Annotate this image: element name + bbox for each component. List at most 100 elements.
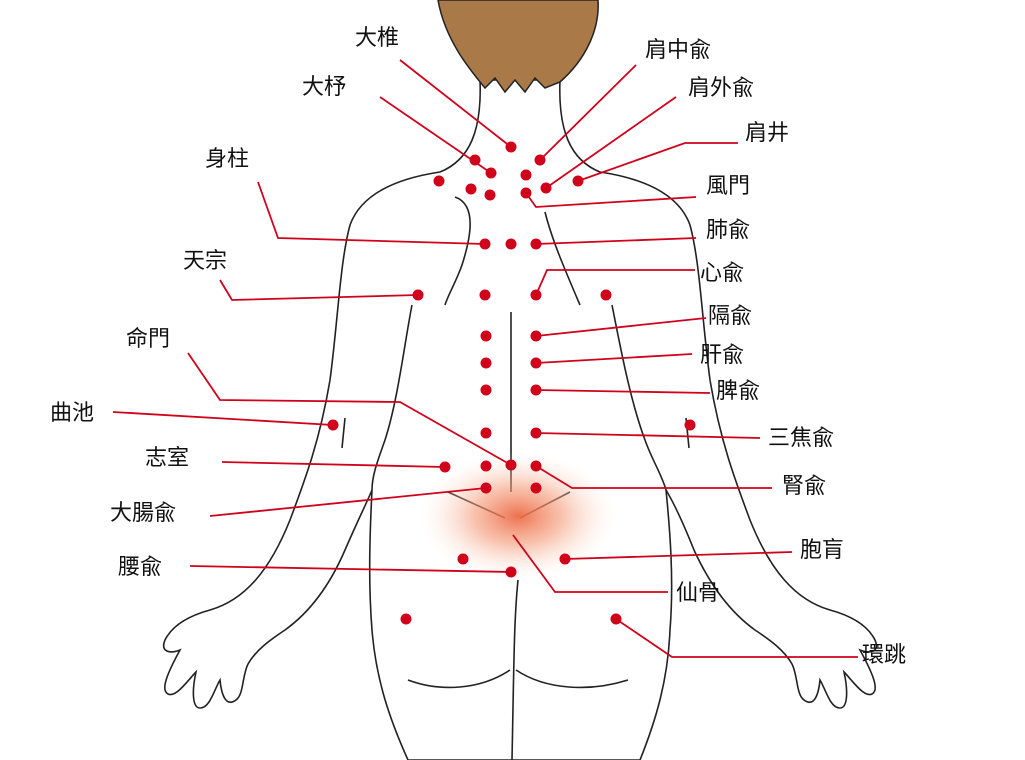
leader-line-13 [535, 237, 697, 245]
acupoint-label-19: 腎兪 [782, 474, 826, 499]
acupoint-dot-3-0 [412, 289, 424, 301]
acupoint-dot-6-0 [439, 461, 451, 473]
leader-line-5 [112, 411, 334, 426]
left-shoulder-blade-line [444, 196, 471, 306]
acupoint-dot-extra-4 [505, 238, 517, 250]
acupoint-label-1: 大杼 [302, 75, 346, 100]
acupoint-dot-extra-12 [530, 482, 542, 494]
leader-line-8 [189, 565, 512, 573]
gluteal-cleft [511, 579, 519, 760]
acupoint-label-0: 大椎 [355, 26, 399, 51]
sacral-warm-area [420, 452, 616, 580]
acupoint-dot-extra-2 [484, 189, 496, 201]
acupoint-dot-20-0 [559, 553, 571, 565]
leader-line-16 [535, 353, 693, 364]
leader-line-18 [535, 432, 761, 439]
left-elbow-crease [341, 417, 346, 449]
leader-line-7 [209, 487, 487, 517]
acupoint-label-9: 肩中兪 [645, 38, 711, 63]
left-gluteal-fold [407, 669, 511, 689]
leader-line-10 [545, 96, 677, 189]
body-figure [162, 0, 878, 760]
leader-lines [112, 59, 858, 658]
acupoint-dot-17-0 [530, 384, 542, 396]
acupoint-dot-extra-9 [480, 384, 492, 396]
acupoint-dot-extra-3 [520, 169, 532, 181]
acupoint-label-8: 腰兪 [118, 555, 162, 580]
acupoint-label-11: 肩井 [745, 121, 789, 146]
acupoint-label-10: 肩外兪 [688, 76, 754, 101]
acupoint-dot-10-0 [540, 182, 552, 194]
acupoint-dot-5-0 [327, 419, 339, 431]
left-arm-inner-line [371, 304, 413, 491]
acupoint-label-20: 胞肓 [800, 538, 844, 563]
hair [437, 0, 599, 94]
acupoint-label-13: 肺兪 [706, 218, 750, 243]
leader-line-4 [187, 352, 512, 466]
acupoint-dot-extra-7 [480, 330, 492, 342]
acupoint-label-12: 風門 [706, 174, 750, 199]
acupoint-dot-14-0 [530, 289, 542, 301]
leader-line-0 [399, 59, 512, 148]
acupoint-dot-0-0 [505, 141, 517, 153]
leader-line-20 [564, 551, 793, 560]
leader-line-21 [512, 534, 668, 593]
leader-line-15 [535, 317, 707, 337]
acupoint-dot-extra-13 [457, 553, 469, 565]
acupoint-label-3: 天宗 [183, 249, 227, 274]
acupoint-dot-extra-14 [400, 613, 412, 625]
acupoint-dot-8-0 [505, 566, 517, 578]
leader-line-22 [615, 618, 858, 658]
acupoint-dot-11-0 [572, 175, 584, 187]
acupoint-label-14: 心兪 [700, 261, 744, 286]
acupoint-label-18: 三焦兪 [768, 426, 834, 451]
leader-line-11 [577, 142, 738, 182]
leader-line-19 [535, 465, 772, 489]
acupoint-dot-9-0 [534, 154, 546, 166]
acupoint-label-21: 仙骨 [676, 581, 720, 606]
acupoint-label-7: 大腸兪 [110, 501, 176, 526]
acupoint-dot-13-0 [530, 238, 542, 250]
acupoint-dot-extra-0 [433, 175, 445, 187]
acupoint-label-22: 環跳 [862, 643, 906, 668]
acupoint-dot-extra-11 [480, 460, 492, 472]
leader-line-6 [221, 461, 446, 468]
acupoint-label-15: 隔兪 [708, 304, 752, 329]
acupoint-dot-extra-10 [480, 427, 492, 439]
acupoint-dot-7-0 [480, 482, 492, 494]
acupoint-dot-extra-6 [600, 289, 612, 301]
leader-line-14 [535, 269, 695, 296]
acupoint-dot-extra-15 [684, 419, 696, 431]
acupoint-label-17: 脾兪 [716, 379, 760, 404]
acupoint-dot-extra-5 [479, 289, 491, 301]
right-gluteal-fold [515, 669, 629, 689]
acupoint-dot-18-0 [530, 427, 542, 439]
acupoint-label-2: 身柱 [205, 147, 249, 172]
leader-line-17 [535, 389, 711, 394]
acupoint-dot-2-0 [479, 238, 491, 250]
acupoint-dot-19-0 [530, 460, 542, 472]
acupoint-dots [327, 141, 696, 625]
acupoint-label-16: 肝兪 [700, 343, 744, 368]
acupoint-dot-16-0 [530, 357, 542, 369]
acupoint-dot-12-0 [520, 187, 532, 199]
leader-line-2 [257, 181, 486, 245]
acupoint-dot-15-0 [530, 330, 542, 342]
acupoint-dot-1-0 [485, 167, 497, 179]
acupoint-label-6: 志室 [145, 446, 189, 471]
leader-line-9 [539, 64, 637, 161]
acupoint-dot-4-0 [505, 459, 517, 471]
leader-line-3 [219, 279, 419, 301]
acupoint-dot-extra-8 [480, 357, 492, 369]
acupoint-label-5: 曲池 [50, 401, 94, 426]
right-shoulder-blade-line [544, 211, 581, 306]
leader-line-12 [525, 192, 697, 208]
acupoint-dot-1-1 [469, 154, 481, 166]
body-silhouette [162, 79, 878, 760]
acupoint-label-4: 命門 [126, 327, 170, 352]
acupoint-dot-extra-1 [465, 183, 477, 195]
acupoint-dot-22-0 [610, 613, 622, 625]
